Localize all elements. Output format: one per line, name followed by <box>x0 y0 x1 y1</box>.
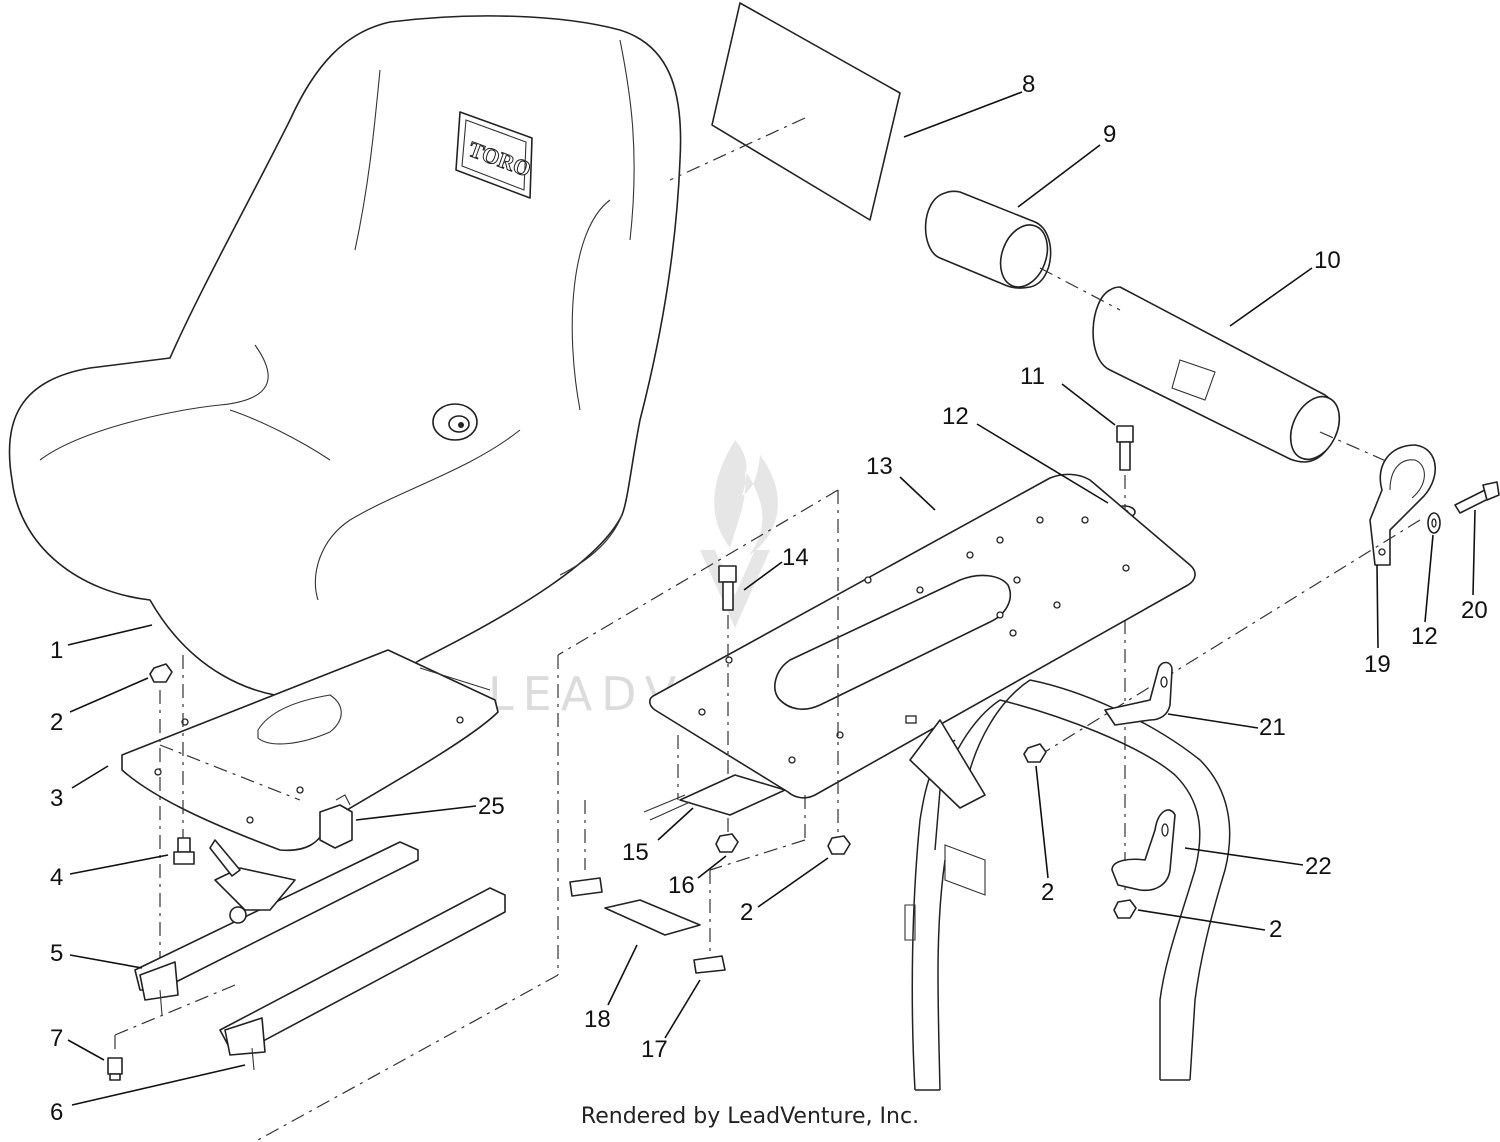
clamp <box>1369 444 1436 566</box>
callout-19: 19 <box>1364 651 1391 678</box>
callout-2-center: 2 <box>740 899 753 926</box>
callout-25: 25 <box>478 793 505 820</box>
bolt-11 <box>1116 425 1134 471</box>
frame <box>904 679 1231 1091</box>
leader-lines <box>67 91 1476 1106</box>
decal <box>669 2 901 221</box>
footer-credit: Rendered by LeadVenture, Inc. <box>580 1104 920 1129</box>
bolt-7 <box>107 1057 123 1081</box>
callout-17: 17 <box>641 1036 668 1063</box>
callout-15: 15 <box>622 839 649 866</box>
bracket-15 <box>643 774 786 821</box>
callout-12-center: 12 <box>942 403 969 430</box>
callouts: 1 2 3 4 5 7 6 8 9 10 11 12 13 14 19 12 2… <box>50 71 1488 1126</box>
bracket-21 <box>1104 661 1173 726</box>
nut-16 <box>715 833 739 853</box>
seat-switch <box>319 794 353 849</box>
callout-8: 8 <box>1022 71 1035 98</box>
pad-17b <box>693 955 726 974</box>
callout-18: 18 <box>584 1006 611 1033</box>
tube-roller <box>1092 286 1341 463</box>
callout-1: 1 <box>50 637 63 664</box>
callout-20: 20 <box>1461 597 1488 624</box>
seat-plate <box>121 649 499 852</box>
callout-16: 16 <box>668 872 695 899</box>
callout-2-frame: 2 <box>1041 879 1054 906</box>
callout-2-left: 2 <box>50 709 63 736</box>
callout-3: 3 <box>50 785 63 812</box>
callout-7: 7 <box>50 1025 63 1052</box>
nut-2-left <box>149 663 173 683</box>
tube-sleeve <box>924 190 1052 289</box>
pad-17a <box>569 877 603 897</box>
callout-10: 10 <box>1314 247 1341 274</box>
pad-18 <box>604 899 701 936</box>
callout-22: 22 <box>1305 853 1332 880</box>
callout-13: 13 <box>866 453 893 480</box>
bolt-14 <box>718 565 737 611</box>
nut-2-right-a <box>1023 743 1047 763</box>
bolt-20 <box>1454 481 1500 514</box>
slide-rail-6 <box>219 887 506 1071</box>
bolt-4 <box>173 837 195 865</box>
callout-5: 5 <box>50 940 63 967</box>
callout-21: 21 <box>1259 714 1286 741</box>
nut-2-right-b <box>1113 899 1137 919</box>
nut-2-center <box>827 835 851 855</box>
callout-2-bottom-right: 2 <box>1269 916 1282 943</box>
callout-14: 14 <box>782 544 809 571</box>
callout-9: 9 <box>1103 121 1116 148</box>
slide-rail-5 <box>134 839 419 1016</box>
washer-12b <box>1427 512 1441 534</box>
mount-plate <box>648 473 1196 799</box>
bracket-22 <box>1111 809 1176 892</box>
callout-6: 6 <box>50 1099 63 1126</box>
callout-11: 11 <box>1020 363 1045 390</box>
seat: TORO <box>8 15 682 699</box>
callout-12-right: 12 <box>1411 623 1438 650</box>
callout-4: 4 <box>50 864 63 891</box>
